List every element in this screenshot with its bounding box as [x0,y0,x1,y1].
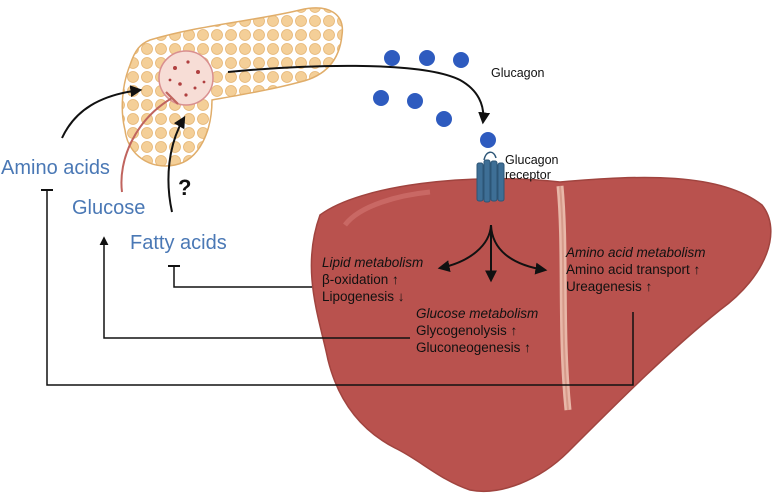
arrow-to-amino [490,224,548,275]
feedback-amino [46,190,634,386]
islet [158,50,214,106]
inhibit-glucose-to-pancreas [120,97,173,193]
lipid-metabolism-title: Lipid metabolism [322,255,424,270]
arrow-pancreas-to-glucagon [227,64,491,125]
glucagon-molecules [373,50,496,148]
amino-acids-label: Amino acids [1,157,110,179]
arrow-amino-to-pancreas [61,85,143,139]
lipogenesis-text: Lipogenesis ↓ [322,289,405,304]
glycogenolysis-text: Glycogenolysis ↑ [416,323,518,338]
beta-oxidation-text: β-oxidation ↑ [322,272,399,287]
liver [310,176,772,492]
ureagenesis-text: Ureagenesis ↑ [566,279,653,294]
glucose-label: Glucose [72,197,146,219]
pancreas [121,7,344,167]
glucagon-label: Glucagon [491,66,545,80]
feedback-glucose [99,236,410,339]
fatty-acids-label: Fatty acids [130,232,227,254]
amino-acid-transport-text: Amino acid transport ↑ [566,262,701,277]
amino-acid-metabolism-title: Amino acid metabolism [566,245,706,260]
glucagon-receptor [476,151,505,203]
arrow-fatty-to-pancreas [167,115,186,213]
glucagon-receptor-label-2: receptor [505,168,551,182]
feedback-lipid-to-fatty [173,266,312,288]
glucagon-receptor-label-1: Glucagon [505,153,559,167]
gluconeogenesis-text: Gluconeogenesis ↑ [416,340,531,355]
question-mark: ? [178,175,192,200]
glucose-metabolism-title: Glucose metabolism [416,306,539,321]
